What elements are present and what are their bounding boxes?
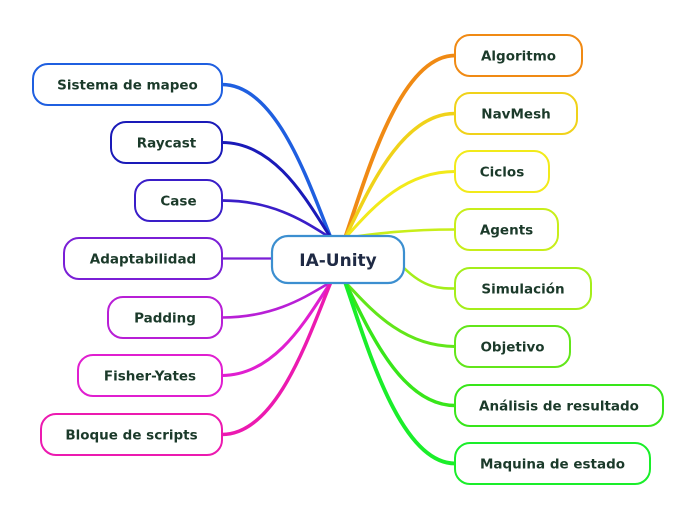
topic-sistema-de-mapeo[interactable]: Sistema de mapeo	[32, 63, 223, 106]
branch-fisher-yates	[220, 280, 333, 378]
branch-navmesh	[343, 111, 457, 240]
topic-simulacion[interactable]: Simulación	[454, 267, 592, 310]
branch-case	[220, 199, 333, 240]
branch-objetivo	[343, 280, 457, 349]
topic-border	[454, 267, 592, 310]
topic-border	[40, 413, 223, 456]
topic-border	[454, 208, 559, 251]
central-node[interactable]: IA-Unity	[270, 234, 406, 285]
topic-navmesh[interactable]: NavMesh	[454, 92, 578, 135]
branch-simulacion	[402, 266, 457, 290]
topic-border	[454, 34, 583, 77]
topic-label: Ciclos	[480, 165, 524, 181]
topic-nodes: Sistema de mapeoRaycastCaseAdaptabilidad…	[32, 34, 664, 485]
topic-maquina-de-estado[interactable]: Maquina de estado	[454, 442, 651, 485]
topic-border	[134, 179, 223, 222]
branch-analisis-de-resultado	[343, 280, 457, 408]
topic-label: Adaptabilidad	[90, 252, 196, 268]
topic-border	[454, 384, 664, 427]
topic-label: Sistema de mapeo	[57, 78, 198, 94]
topic-agents[interactable]: Agents	[454, 208, 559, 251]
topic-label: Case	[160, 194, 196, 210]
topic-border	[454, 150, 550, 193]
central-node-border	[270, 234, 406, 285]
topic-border	[110, 121, 223, 164]
topic-bloque-de-scripts[interactable]: Bloque de scripts	[40, 413, 223, 456]
topic-label: Objetivo	[480, 340, 544, 356]
branch-ciclos	[343, 169, 457, 240]
topic-fisher-yates[interactable]: Fisher-Yates	[77, 354, 223, 397]
topic-label: Agents	[480, 223, 533, 239]
topic-border	[454, 325, 571, 368]
topic-case[interactable]: Case	[134, 179, 223, 222]
topic-ciclos[interactable]: Ciclos	[454, 150, 550, 193]
topic-objetivo[interactable]: Objetivo	[454, 325, 571, 368]
topic-label: Bloque de scripts	[65, 428, 197, 444]
branch-maquina-de-estado	[343, 280, 457, 466]
topic-label: Fisher-Yates	[104, 369, 196, 385]
central-node-label: IA-Unity	[299, 251, 376, 271]
branch-padding	[220, 280, 333, 319]
topic-border	[107, 296, 223, 339]
topic-label: NavMesh	[481, 107, 550, 123]
topic-label: Algoritmo	[481, 49, 556, 65]
branch-bloque-de-scripts	[220, 280, 333, 437]
topic-label: Maquina de estado	[480, 457, 625, 473]
topic-label: Análisis de resultado	[479, 399, 639, 415]
topic-label: Padding	[134, 311, 196, 327]
topic-border	[63, 237, 223, 280]
topic-border	[454, 442, 651, 485]
topic-label: Simulación	[481, 282, 564, 298]
topic-border	[32, 63, 223, 106]
branch-sistema-de-mapeo	[220, 82, 333, 240]
topic-adaptabilidad[interactable]: Adaptabilidad	[63, 237, 223, 280]
topic-algoritmo[interactable]: Algoritmo	[454, 34, 583, 77]
topic-raycast[interactable]: Raycast	[110, 121, 223, 164]
topic-border	[77, 354, 223, 397]
topic-padding[interactable]: Padding	[107, 296, 223, 339]
branch-raycast	[220, 140, 333, 240]
branch-algoritmo	[343, 53, 457, 240]
topic-analisis-de-resultado[interactable]: Análisis de resultado	[454, 384, 664, 427]
topic-label: Raycast	[137, 136, 197, 152]
topic-border	[454, 92, 578, 135]
